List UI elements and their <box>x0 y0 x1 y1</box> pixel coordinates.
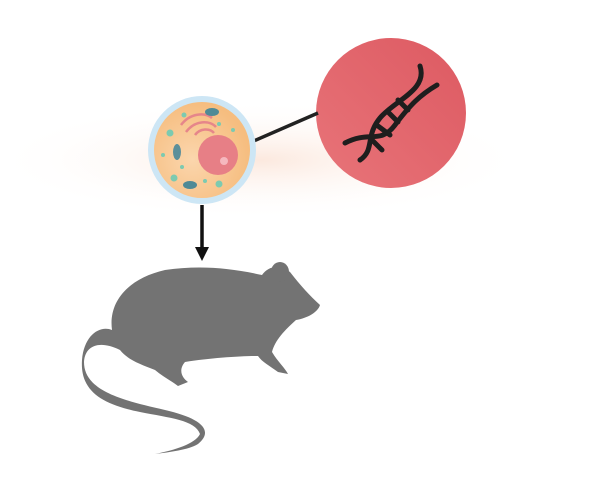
cell-icon <box>148 96 256 204</box>
dna-icon <box>316 38 466 188</box>
rat-icon <box>81 262 320 454</box>
